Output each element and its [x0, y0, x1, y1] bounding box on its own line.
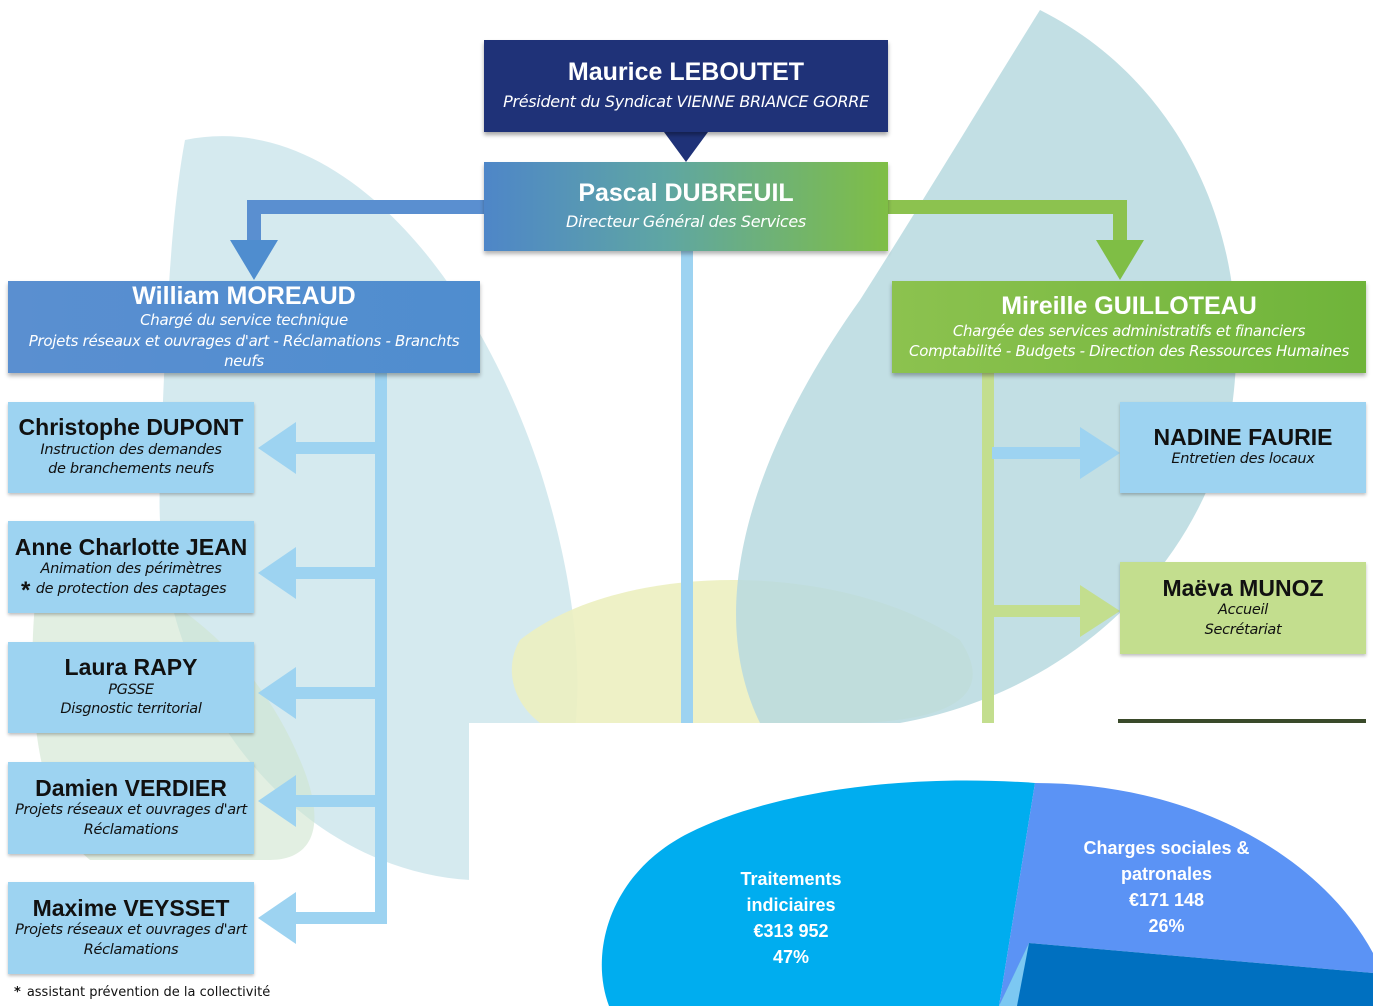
slice-percent: 26%: [1148, 916, 1185, 936]
connector-president-director: [664, 132, 708, 162]
connector-admin-trunk: [982, 372, 994, 723]
pie-chart: [601, 780, 1373, 1006]
staff-name: Damien VERDIER: [35, 774, 227, 801]
staff-role: de branchements neufs: [48, 461, 214, 478]
admin-manager-box: Mireille GUILLOTEAU Chargée des services…: [892, 281, 1366, 373]
staff-box-jean: Anne Charlotte JEAN Animation des périmè…: [8, 521, 254, 613]
slice-label: Charges sociales & patronales: [1083, 838, 1250, 884]
staff-role: Projets réseaux et ouvrages d'art: [15, 802, 247, 819]
pie-slice-traitements: [601, 780, 1035, 1006]
staff-role: Animation des périmètres: [40, 561, 222, 578]
slice-percent: 47%: [772, 947, 810, 967]
technical-manager-role: Chargé du service technique: [140, 311, 348, 330]
staff-role: de protection des captages: [35, 580, 227, 597]
footnote-marker: *: [14, 985, 21, 1000]
pie-slice-partial: [999, 943, 1373, 1006]
staff-name: NADINE FAURIE: [1153, 424, 1333, 451]
connector-technical-branches: [258, 422, 384, 944]
pie-chart-panel: Traitements indiciaires €313 952 47% Cha…: [469, 723, 1373, 1006]
staff-name: Christophe DUPONT: [18, 414, 244, 441]
staff-role: Projets réseaux et ouvrages d'art: [15, 922, 247, 939]
director-box: Pascal DUBREUIL Directeur Général des Se…: [484, 162, 888, 251]
slice-value: €171 148: [1128, 890, 1205, 910]
slice-label: Traitements indiciaires: [740, 869, 842, 915]
staff-role: Secrétariat: [1204, 621, 1282, 638]
footnote: * assistant prévention de la collectivité: [14, 985, 270, 1000]
staff-box-veysset: Maxime VEYSSET Projets réseaux et ouvrag…: [8, 882, 254, 974]
asterisk-marker: *: [21, 577, 31, 604]
staff-role: Disgnostic territorial: [60, 701, 202, 718]
staff-name: Anne Charlotte JEAN: [14, 533, 248, 560]
footnote-text: assistant prévention de la collectivité: [26, 985, 271, 1000]
connector-technical-trunk: [375, 372, 387, 924]
admin-manager-role: Chargée des services administratifs et f…: [952, 321, 1306, 340]
staff-role: Accueil: [1218, 602, 1268, 619]
technical-manager-scope: Projets réseaux et ouvrages d'art - Récl…: [28, 331, 460, 370]
admin-manager-name: Mireille GUILLOTEAU: [1001, 292, 1257, 320]
pie-slice-charges: [999, 783, 1373, 1006]
staff-box-verdier: Damien VERDIER Projets réseaux et ouvrag…: [8, 762, 254, 854]
staff-box-rapy: Laura RAPY PGSSE Disgnostic territorial: [8, 642, 254, 733]
admin-manager-scope: Comptabilité - Budgets - Direction des R…: [909, 341, 1349, 360]
connector-admin-branches: [992, 427, 1120, 637]
technical-manager-name: William MOREAUD: [132, 281, 356, 310]
staff-box-munoz: Maëva MUNOZ Accueil Secrétariat: [1120, 562, 1366, 654]
staff-role: Instruction des demandes: [40, 441, 222, 458]
pie-label-charges: Charges sociales & patronales €171 148 2…: [1059, 835, 1274, 939]
staff-role: PGSSE: [108, 681, 154, 698]
slice-value: €313 952: [753, 921, 829, 941]
staff-role: Réclamations: [83, 821, 179, 838]
connector-director-trunk: [681, 251, 693, 723]
connector-director-technical: [247, 200, 484, 245]
connector-director-admin: [888, 200, 1127, 245]
technical-manager-box: William MOREAUD Chargé du service techni…: [8, 281, 480, 373]
staff-name: Maxime VEYSSET: [32, 894, 230, 921]
staff-box-faurie: NADINE FAURIE Entretien des locaux: [1120, 402, 1366, 493]
staff-name: Maëva MUNOZ: [1162, 574, 1324, 601]
staff-role: Réclamations: [83, 941, 179, 958]
staff-name: Laura RAPY: [64, 654, 198, 681]
staff-box-dupont: Christophe DUPONT Instruction des demand…: [8, 402, 254, 493]
president-name: Maurice LEBOUTET: [567, 58, 805, 87]
staff-role: Entretien des locaux: [1171, 451, 1315, 468]
director-role: Directeur Général des Services: [566, 212, 806, 232]
pie-label-traitements: Traitements indiciaires €313 952 47%: [711, 866, 871, 970]
president-role: Président du Syndicat VIENNE BRIANCE GOR…: [503, 91, 869, 111]
president-box: Maurice LEBOUTET Président du Syndicat V…: [484, 40, 888, 132]
cut-off-box-edge: [1118, 719, 1366, 723]
pie-slice-edge: [999, 943, 1029, 1006]
director-name: Pascal DUBREUIL: [578, 178, 794, 207]
